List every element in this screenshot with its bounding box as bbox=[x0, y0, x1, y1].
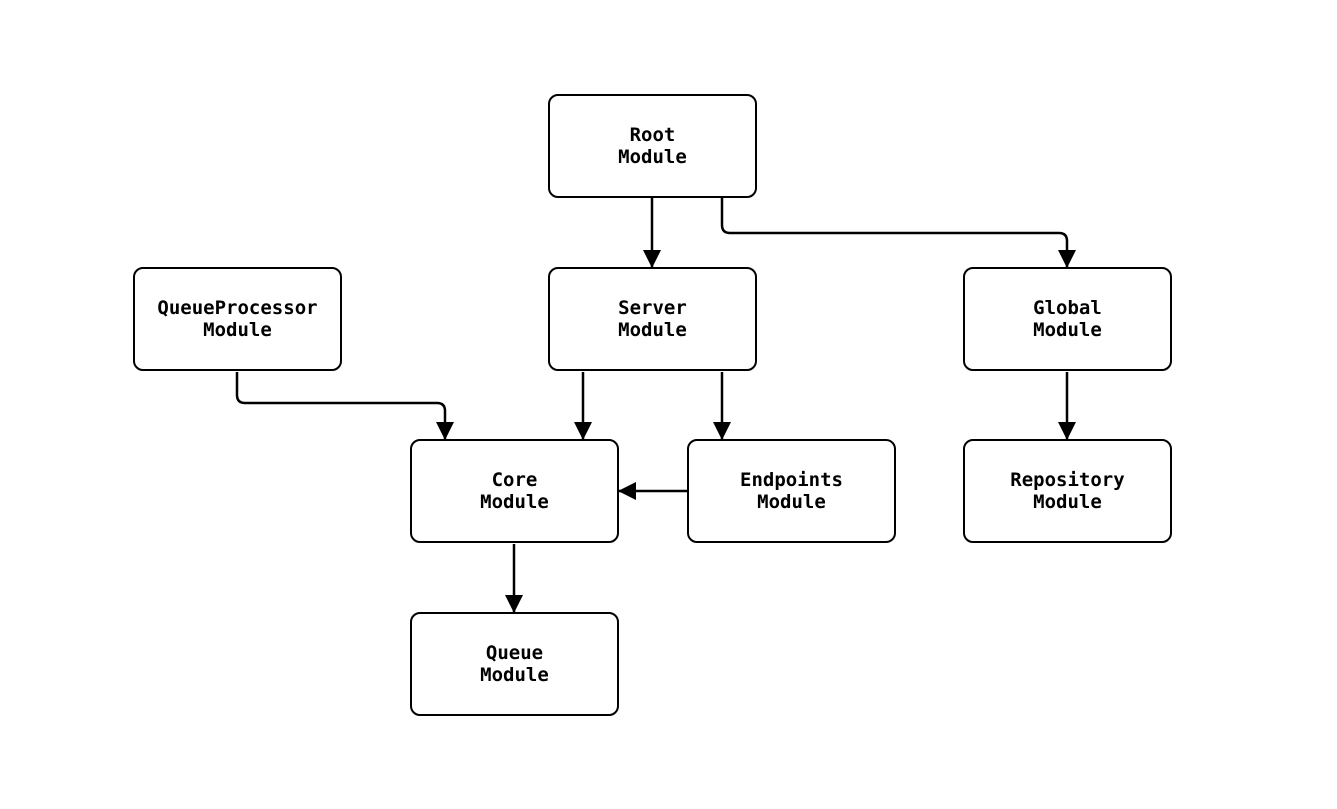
node-queueprocessor-module-label-line1: QueueProcessor bbox=[157, 297, 318, 319]
node-server-module-label-line2: Module bbox=[618, 319, 687, 341]
node-global-module: Global Module bbox=[963, 267, 1172, 371]
node-endpoints-module-label-line2: Module bbox=[757, 491, 826, 513]
edge-queueprocessor-to-core bbox=[235, 372, 454, 440]
node-core-module-label-line1: Core bbox=[491, 469, 538, 491]
node-endpoints-module-label-line1: Endpoints bbox=[740, 469, 843, 491]
node-queueprocessor-module-label-line2: Module bbox=[203, 319, 272, 341]
node-queueprocessor-module: QueueProcessor Module bbox=[133, 267, 342, 371]
node-repository-module-label-line2: Module bbox=[1033, 491, 1102, 513]
node-queue-module-label-line2: Module bbox=[480, 664, 549, 686]
node-root-module-label-line2: Module bbox=[618, 146, 687, 168]
node-server-module-label-line1: Server bbox=[618, 297, 687, 319]
node-root-module-label-line1: Root bbox=[629, 124, 676, 146]
node-core-module: Core Module bbox=[410, 439, 619, 543]
node-root-module: Root Module bbox=[548, 94, 757, 198]
node-queue-module-label-line1: Queue bbox=[485, 642, 544, 664]
node-global-module-label-line1: Global bbox=[1033, 297, 1102, 319]
node-endpoints-module: Endpoints Module bbox=[687, 439, 896, 543]
edge-root-to-global bbox=[720, 198, 1076, 268]
node-core-module-label-line2: Module bbox=[480, 491, 549, 513]
node-global-module-label-line2: Module bbox=[1033, 319, 1102, 341]
node-repository-module: Repository Module bbox=[963, 439, 1172, 543]
node-repository-module-label-line1: Repository bbox=[1010, 469, 1125, 491]
node-queue-module: Queue Module bbox=[410, 612, 619, 716]
node-server-module: Server Module bbox=[548, 267, 757, 371]
